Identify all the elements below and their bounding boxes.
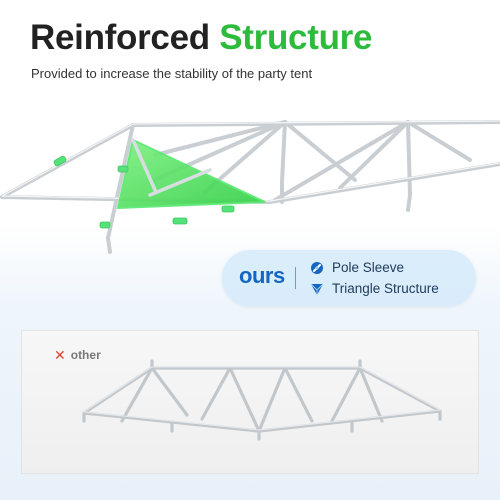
other-label-row: ✕ other <box>54 348 101 362</box>
feature-triangle-structure: Triangle Structure <box>310 281 439 296</box>
badge-divider <box>295 267 296 289</box>
feature-pole-sleeve: Pole Sleeve <box>310 260 404 275</box>
title-word-reinforced: Reinforced <box>30 18 210 57</box>
page-subtitle: Provided to increase the stability of th… <box>31 66 313 81</box>
reinforced-tent-frame-illustration <box>0 120 500 254</box>
standard-tent-frame-illustration <box>82 359 442 441</box>
triangle-highlight <box>116 138 266 210</box>
pole-sleeve-icon <box>311 261 323 274</box>
other-comparison-panel: ✕ other <box>21 330 479 474</box>
feature-label: Triangle Structure <box>332 281 439 296</box>
ours-logo: ours <box>239 263 285 288</box>
page-title: Reinforced Structure <box>30 18 372 58</box>
other-label: other <box>70 348 101 362</box>
feature-label: Pole Sleeve <box>332 260 405 275</box>
triangle-structure-icon <box>310 283 324 295</box>
ours-feature-badge: ours Pole Sleeve Triangle Structure <box>222 250 476 306</box>
title-word-structure: Structure <box>219 18 373 57</box>
cross-icon: ✕ <box>54 347 66 363</box>
